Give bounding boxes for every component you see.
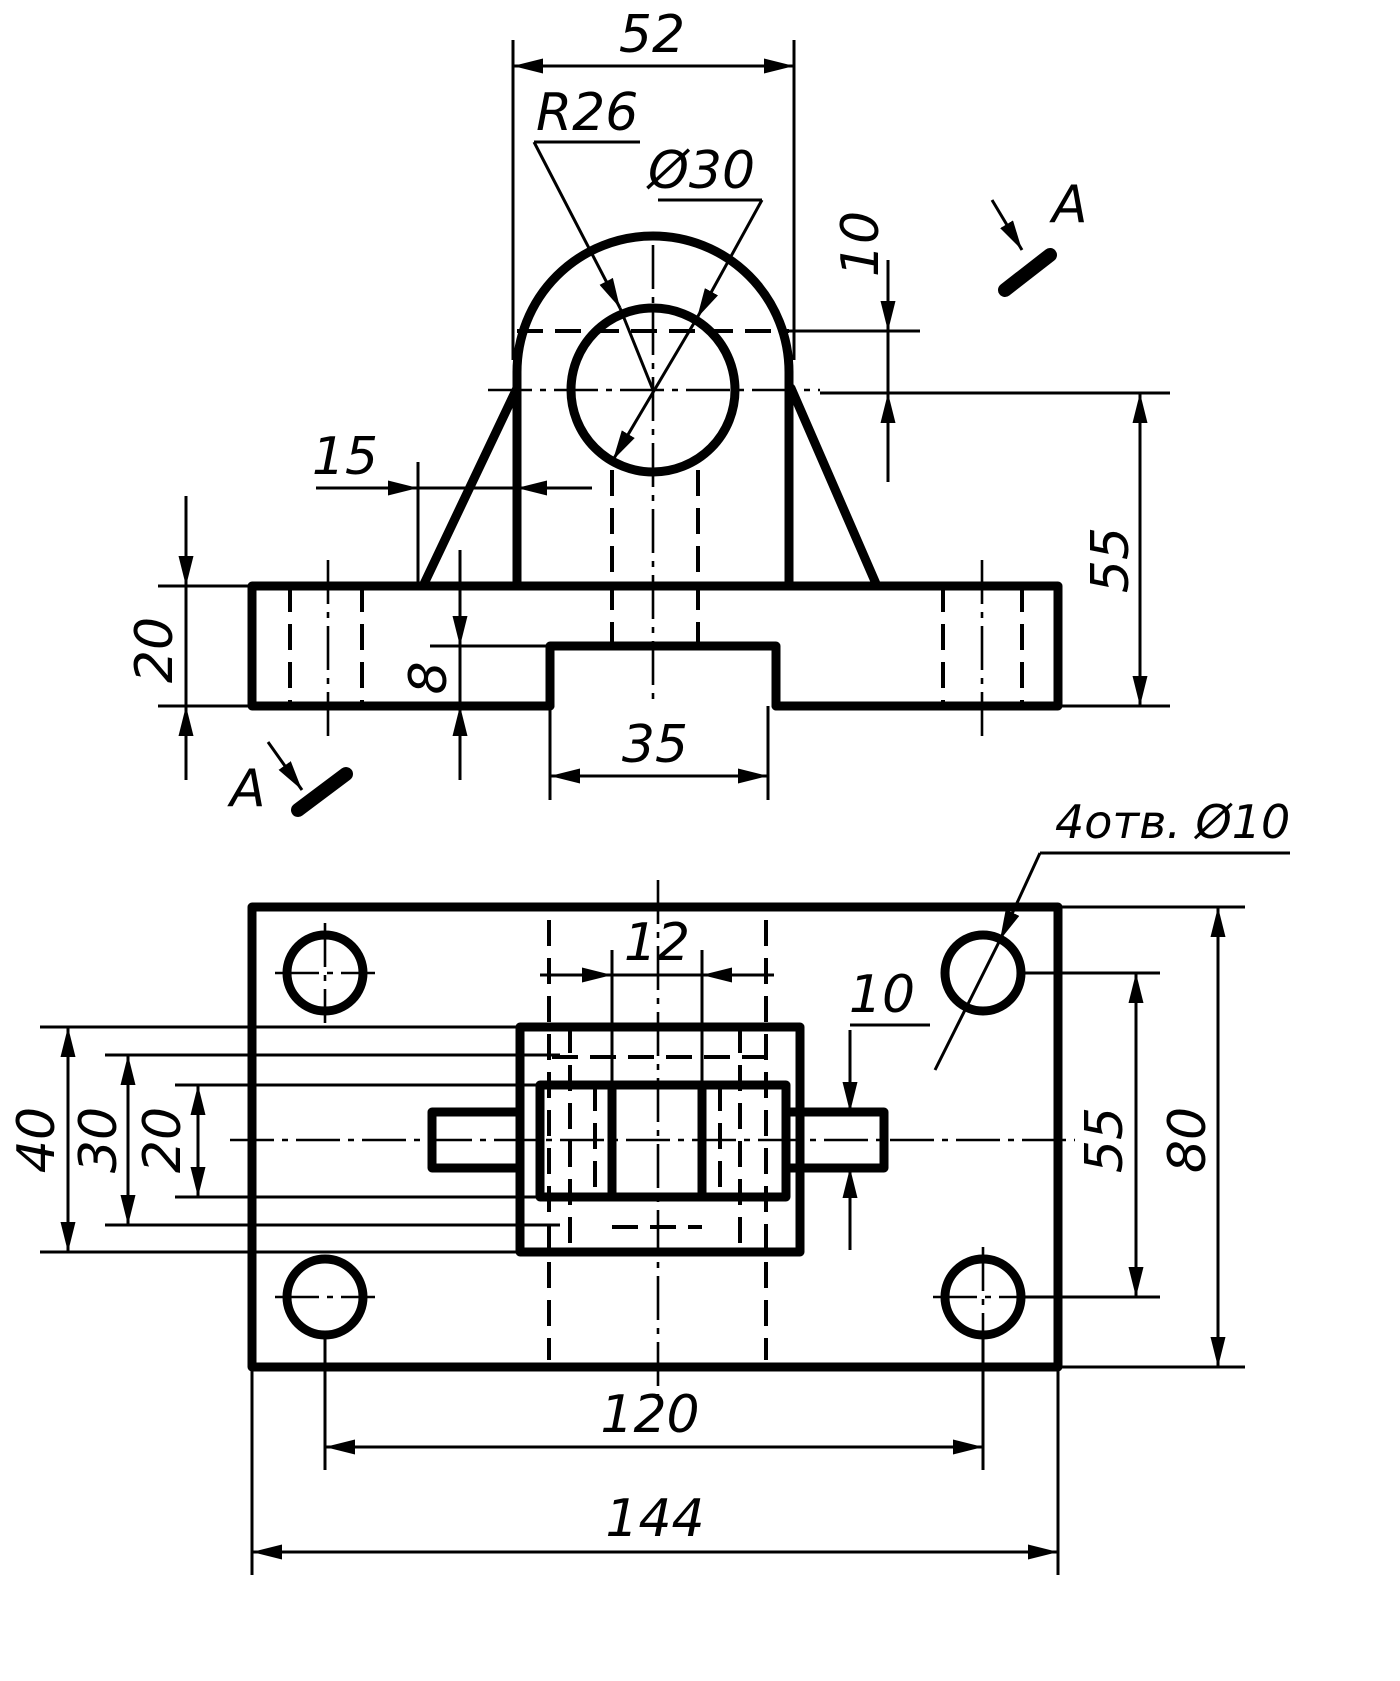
section-label-top: A	[1049, 175, 1088, 235]
section-markers: A A	[227, 175, 1088, 819]
holes-note-diameter	[933, 939, 1002, 1071]
dim-52-label: 52	[619, 5, 685, 65]
d30-diameter-line	[611, 317, 699, 461]
holes-note-label: 4отв. Ø10	[1055, 795, 1290, 849]
dim-20-top-label: 20	[133, 1107, 193, 1173]
dim-15-label: 15	[312, 427, 378, 487]
recess-outline	[545, 641, 781, 711]
dim-55-holes-label: 55	[1075, 1107, 1135, 1173]
section-cut-mark-bottom	[291, 767, 353, 817]
section-arrow-bottom	[266, 741, 304, 791]
dim-144-label: 144	[605, 1489, 704, 1549]
dim-8-label: 8	[399, 661, 459, 694]
base-outline	[247, 581, 1063, 711]
boss-right	[781, 1107, 889, 1173]
plate-outline	[247, 902, 1063, 1372]
r26-leader	[532, 141, 622, 309]
upright-outline	[512, 231, 794, 591]
holes-note-leader	[998, 852, 1042, 941]
dim-35-label: 35	[622, 715, 688, 775]
dim-r26-label: R26	[536, 83, 638, 143]
section-label-bottom: A	[227, 759, 266, 819]
dim-20-base-label: 20	[125, 617, 185, 683]
dim-10-rim-label: 10	[831, 211, 891, 277]
dim-120-label: 120	[600, 1385, 699, 1445]
top-dimensions: 4отв. Ø10 12 10 40 30 20 55	[7, 795, 1290, 1575]
dim-55-height-label: 55	[1081, 527, 1141, 593]
dim-40-label: 40	[7, 1107, 67, 1173]
section-arrow-top	[990, 199, 1024, 251]
front-view	[247, 231, 1063, 740]
top-view	[230, 880, 1075, 1395]
front-dimensions: 52 R26 Ø30 10 55 15 20	[125, 5, 1170, 800]
dim-10-boss-label: 10	[849, 965, 915, 1025]
d30-leader	[695, 199, 764, 319]
r26-leader-tail	[618, 307, 655, 391]
dim-80-label: 80	[1158, 1107, 1218, 1173]
dim-12-label: 12	[624, 913, 690, 973]
mount-hole-top-right	[940, 930, 1026, 1016]
dim-d30-label: Ø30	[646, 141, 755, 201]
dim-30-label: 30	[69, 1107, 129, 1173]
right-rib	[786, 383, 882, 591]
section-cut-mark-top	[998, 248, 1057, 297]
